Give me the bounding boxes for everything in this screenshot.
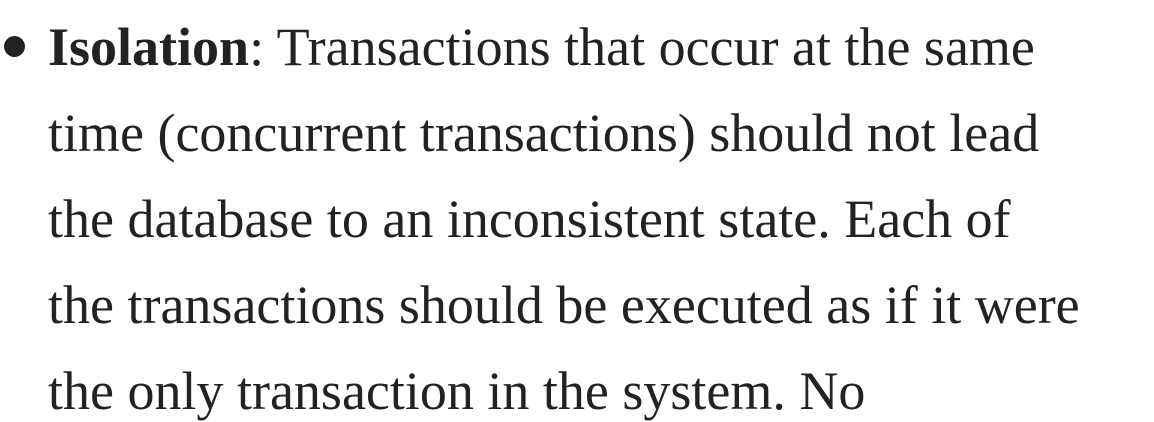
term-isolation: Isolation [48,17,250,77]
text-line-3: the database to an inconsistent state. E… [48,189,1011,249]
bullet-icon [4,36,25,57]
bullet-item-isolation: Isolation: Transactions that occur at th… [48,12,1080,422]
term-description-start: : Transactions that occur at the same [249,17,1035,77]
text-line-4: the transactions should be executed as i… [48,275,1080,335]
text-line-1: Isolation: Transactions that occur at th… [48,12,1080,98]
text-line-5: the only transaction in the system. No [48,361,866,421]
text-line-2: time (concurrent transactions) should no… [48,103,1040,163]
